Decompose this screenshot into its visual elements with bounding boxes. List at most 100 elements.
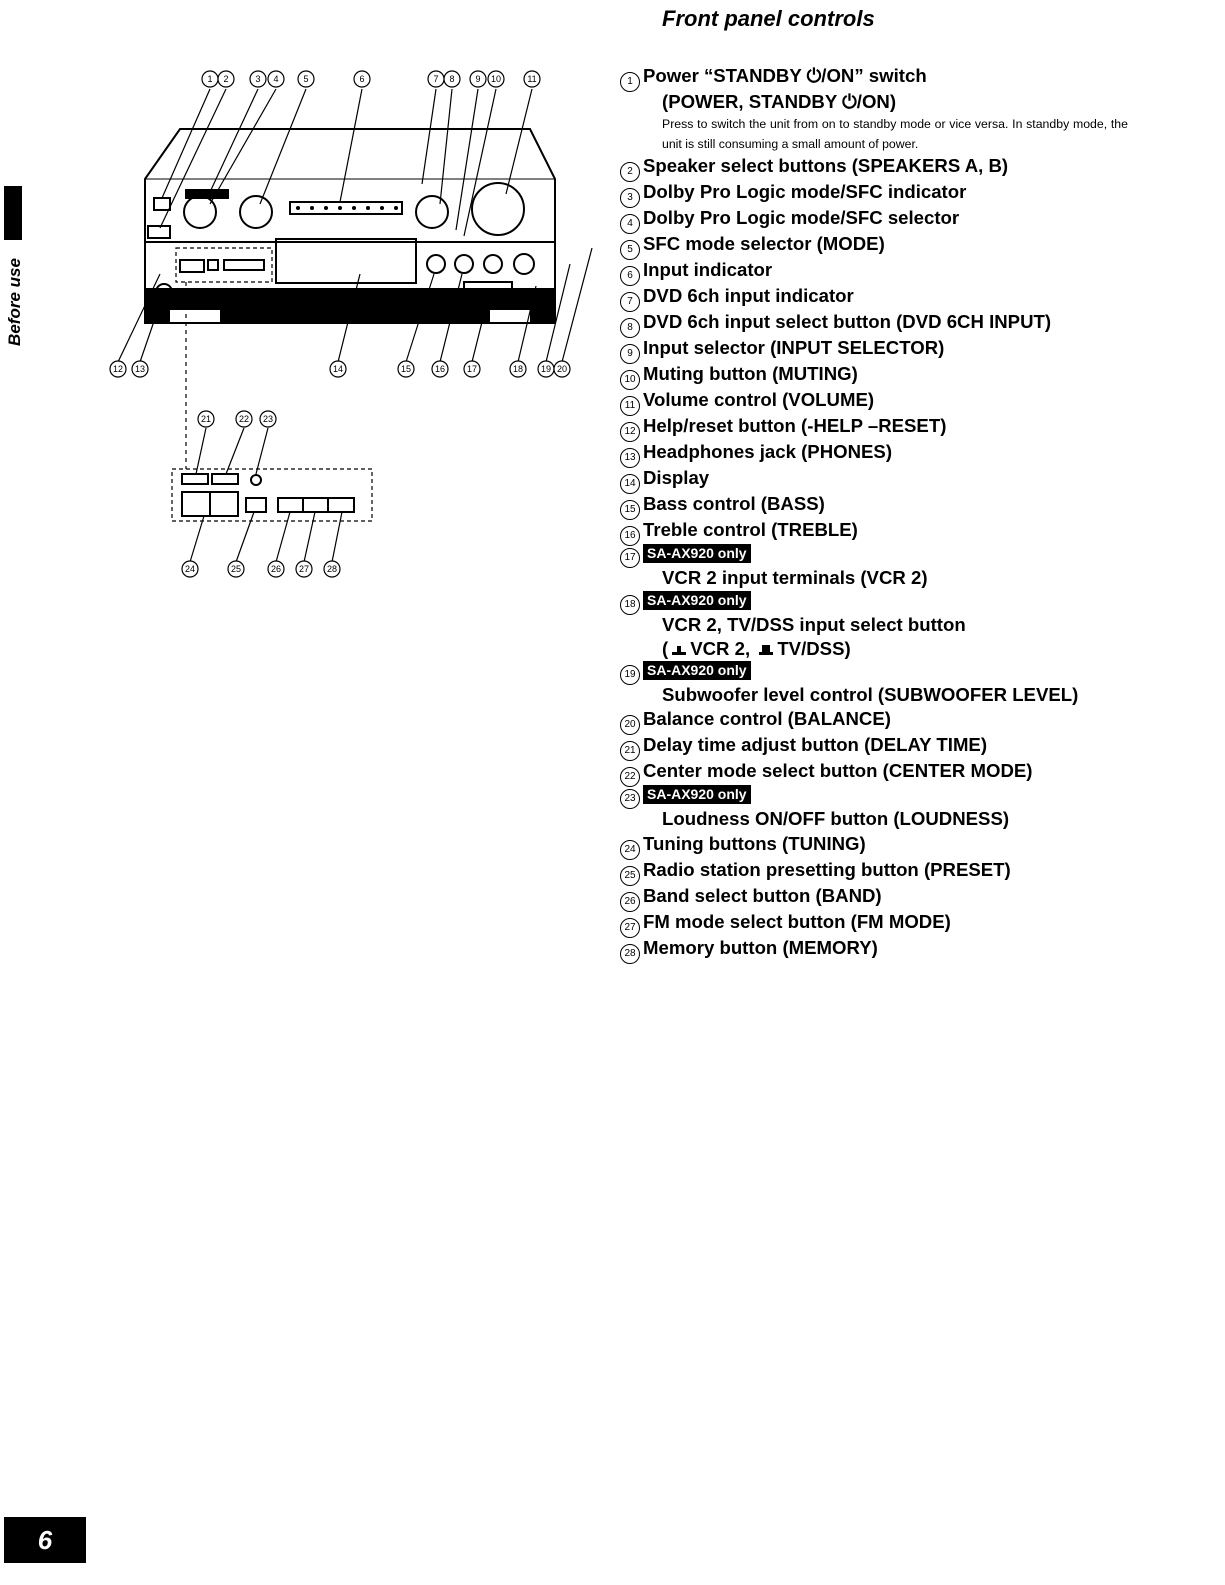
model-only-badge: SA-AX920 only	[643, 544, 751, 564]
diagram-callout-circle	[329, 360, 347, 378]
model-only-badge: SA-AX920 only	[643, 661, 751, 681]
diagram-callout-number: 25	[231, 564, 241, 574]
diagram-callout-circle	[235, 410, 253, 428]
control-description: Press to switch the unit from on to stan…	[662, 117, 1128, 152]
item-number-badge: 1	[620, 72, 640, 92]
item-number-badge: 18	[620, 594, 640, 615]
item-number-badge: 6	[620, 266, 640, 287]
control-name: SFC mode selector (MODE)	[643, 233, 885, 255]
control-name: Speaker select buttons (SPEAKERS A, B)	[643, 155, 1009, 177]
diagram-callout-number: 18	[513, 364, 523, 374]
diagram-callout-number: 26	[271, 564, 281, 574]
control-name: Input selector (INPUT SELECTOR)	[643, 337, 945, 359]
control-name: Power “STANDBY ⏻/ON” switch	[643, 65, 927, 86]
control-name: Bass control (BASS)	[643, 493, 825, 515]
item-number-badge: 20	[620, 715, 640, 736]
control-name: Delay time adjust button (DELAY TIME)	[643, 734, 988, 756]
diagram-callout-number: 8	[449, 74, 454, 84]
section-tab-marker	[4, 186, 22, 240]
diagram-callout-number: 19	[541, 364, 551, 374]
diagram-callout-circle	[487, 70, 505, 88]
item-number-badge: 21	[620, 741, 640, 762]
diagram-callout-number: 1	[207, 74, 212, 84]
item-number-badge: 14	[620, 474, 640, 495]
diagram-callout-circle	[181, 560, 199, 578]
item-number-badge: 2	[620, 162, 640, 183]
section-title: Front panel controls	[662, 6, 875, 31]
diagram-callout-circle	[267, 560, 285, 578]
diagram-callout-number: 5	[303, 74, 308, 84]
control-name: DVD 6ch input select button (DVD 6CH INP…	[643, 311, 1052, 333]
item-number-badge: 3	[620, 188, 640, 209]
diagram-callout-circle	[295, 560, 313, 578]
diagram-callout-circle	[353, 70, 371, 88]
diagram-callout-circle	[197, 410, 215, 428]
diagram-callout-number: 4	[273, 74, 278, 84]
switch-up-icon	[672, 645, 687, 655]
control-name-continued: VCR 2 input terminals (VCR 2)	[662, 567, 928, 589]
item-number-badge: 23	[620, 789, 640, 810]
diagram-callout-circle	[323, 560, 341, 578]
diagram-callout-number: 23	[263, 414, 273, 424]
diagram-callout-number: 15	[401, 364, 411, 374]
diagram-callout-number: 16	[435, 364, 445, 374]
diagram-callout-number: 20	[557, 364, 567, 374]
switch-option-2: TV/DSS)	[777, 637, 851, 659]
item-number-badge: 16	[620, 526, 640, 547]
control-name: Muting button (MUTING)	[643, 363, 858, 385]
item-number-badge: 10	[620, 370, 640, 391]
control-name-continued: Subwoofer level control (SUBWOOFER LEVEL…	[662, 684, 1079, 706]
item-number-badge: 24	[620, 839, 640, 860]
diagram-callout-circle	[553, 360, 571, 378]
open-paren: (	[662, 637, 669, 659]
model-only-badge: SA-AX920 only	[643, 590, 751, 610]
diagram-callout-circle	[431, 360, 449, 378]
control-name: Input indicator	[643, 259, 773, 281]
diagram-callout-circle	[217, 70, 235, 88]
diagram-callout-circle	[249, 70, 267, 88]
control-name: Treble control (TREBLE)	[643, 519, 858, 541]
diagram-callout-circle	[509, 360, 527, 378]
diagram-callout-number: 2	[223, 74, 228, 84]
diagram-callout-circle	[443, 70, 461, 88]
control-name-continued: Loudness ON/OFF button (LOUDNESS)	[662, 808, 1010, 830]
item-number-badge: 12	[620, 422, 640, 443]
vcr-switch-positions: (VCR 2, TV/DSS)	[620, 637, 1220, 661]
diagram-callout-circle	[397, 360, 415, 378]
item-number-badge: 4	[620, 214, 640, 235]
diagram-callout-number: 10	[491, 74, 501, 84]
page-number: 6	[4, 1517, 86, 1563]
control-name-continued: VCR 2, TV/DSS input select button	[662, 613, 966, 635]
control-name: Headphones jack (PHONES)	[643, 441, 893, 463]
control-name: Display	[643, 467, 710, 489]
diagram-callout-number: 7	[433, 74, 438, 84]
diagram-callout-number: 27	[299, 564, 309, 574]
diagram-callout-number: 21	[201, 414, 211, 424]
item-number-badge: 22	[620, 767, 640, 788]
item-number-badge: 11	[620, 396, 640, 417]
item-number-badge: 19	[620, 665, 640, 686]
diagram-callout-circle	[463, 360, 481, 378]
control-name: DVD 6ch input indicator	[643, 285, 854, 307]
diagram-callout-circle	[523, 70, 541, 88]
control-name-continued: (POWER, STANDBY ⏻/ON)	[662, 91, 897, 112]
